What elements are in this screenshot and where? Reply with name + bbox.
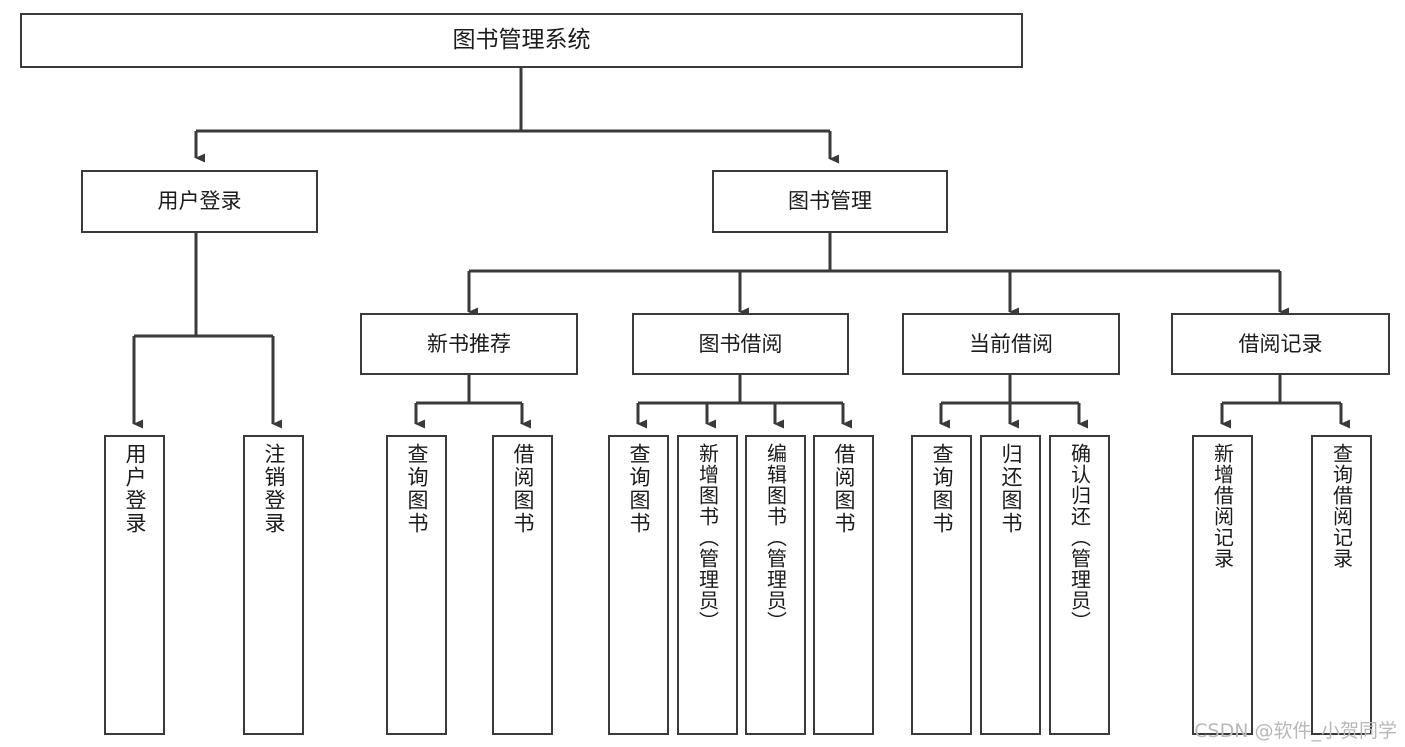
node-book-borrow[interactable]: 图书借阅 (632, 313, 849, 375)
leaf-user-login-label: 用户登录 (123, 443, 147, 535)
leaf-confirm-return[interactable]: 确认归还（管理员） (1049, 435, 1110, 735)
node-book-manage[interactable]: 图书管理 (712, 170, 948, 233)
leaf-add-record[interactable]: 新增借阅记录 (1192, 435, 1253, 735)
leaf-logout-label: 注销登录 (262, 443, 286, 535)
leaf-query-book-2-label: 查询图书 (627, 443, 651, 535)
leaf-query-record[interactable]: 查询借阅记录 (1311, 435, 1372, 735)
leaf-borrow-book-2[interactable]: 借阅图书 (813, 435, 874, 735)
node-current-borrow[interactable]: 当前借阅 (902, 313, 1120, 375)
leaf-edit-book-label: 编辑图书（管理员） (763, 443, 788, 632)
leaf-query-record-label: 查询借阅记录 (1329, 443, 1354, 569)
node-borrow-record-label: 借阅记录 (1238, 331, 1323, 356)
leaf-confirm-return-label: 确认归还（管理员） (1067, 443, 1092, 632)
node-new-book-recommend[interactable]: 新书推荐 (360, 313, 578, 375)
leaf-borrow-book-1-label: 借阅图书 (511, 443, 535, 535)
leaf-add-book[interactable]: 新增图书（管理员） (677, 435, 738, 735)
leaf-borrow-book-2-label: 借阅图书 (832, 443, 856, 535)
leaf-add-book-label: 新增图书（管理员） (695, 443, 720, 632)
node-new-book-recommend-label: 新书推荐 (427, 331, 511, 356)
leaf-edit-book[interactable]: 编辑图书（管理员） (745, 435, 806, 735)
node-current-borrow-label: 当前借阅 (969, 331, 1053, 356)
node-user-login-label: 用户登录 (157, 189, 242, 214)
leaf-query-book-3-label: 查询图书 (930, 443, 954, 535)
watermark: CSDN @软件_小贺同学 (1194, 720, 1397, 742)
node-borrow-record[interactable]: 借阅记录 (1171, 313, 1390, 375)
leaf-query-book-1-label: 查询图书 (405, 443, 429, 535)
leaf-borrow-book-1[interactable]: 借阅图书 (492, 435, 553, 735)
leaf-query-book-2[interactable]: 查询图书 (608, 435, 669, 735)
leaf-return-book-label: 归还图书 (999, 443, 1023, 535)
leaf-user-login[interactable]: 用户登录 (104, 435, 165, 735)
leaf-query-book-1[interactable]: 查询图书 (386, 435, 447, 735)
node-book-borrow-label: 图书借阅 (698, 331, 783, 356)
node-book-manage-label: 图书管理 (788, 189, 872, 214)
leaf-logout[interactable]: 注销登录 (243, 435, 304, 735)
node-user-login[interactable]: 用户登录 (81, 170, 318, 233)
leaf-return-book[interactable]: 归还图书 (980, 435, 1041, 735)
leaf-query-book-3[interactable]: 查询图书 (911, 435, 972, 735)
node-root-label: 图书管理系统 (452, 26, 591, 53)
leaf-add-record-label: 新增借阅记录 (1210, 443, 1235, 569)
node-root[interactable]: 图书管理系统 (20, 13, 1023, 68)
